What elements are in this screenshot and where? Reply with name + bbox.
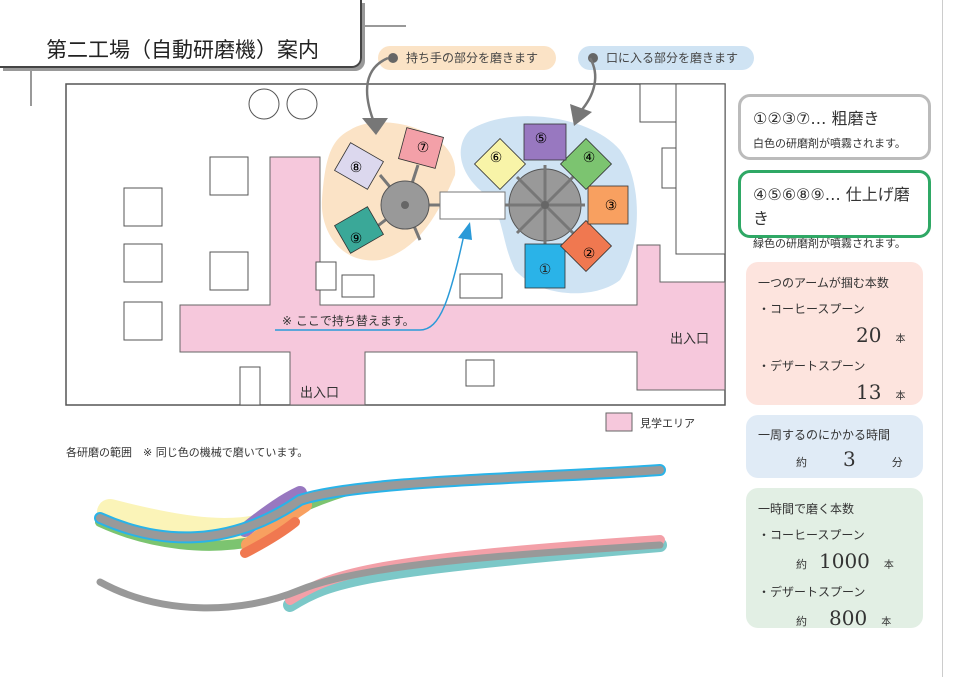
divider (30, 68, 32, 106)
hour-title: 一時間で磨く本数 (758, 502, 855, 516)
callout-handle: 持ち手の部分を磨きます (378, 46, 556, 70)
cycle-title: 一周するのにかかる時間 (758, 428, 891, 442)
finish-desc: 緑色の研磨剤が噴霧されます。 (753, 237, 906, 250)
dessert-label: ・デザートスプーン (758, 585, 866, 599)
svg-text:②: ② (583, 246, 596, 262)
range-caption: 各研磨の範囲 ※ 同じ色の機械で磨いています。 (66, 445, 308, 459)
legend-swatch (605, 412, 633, 432)
rough-title: ①②③⑦… 粗磨き (753, 109, 880, 128)
svg-text:①: ① (539, 262, 552, 278)
approx: 約 (796, 558, 807, 571)
svg-text:⑨: ⑨ (350, 231, 363, 247)
rough-desc: 白色の研磨剤が噴霧されます。 (753, 137, 906, 150)
exit-right-label: 出入口 (670, 332, 709, 347)
unit: 本 (895, 391, 906, 402)
svg-text:⑤: ⑤ (535, 131, 548, 147)
unit: 本 (895, 334, 906, 345)
equipment (123, 83, 726, 406)
cycle-value: 3 (843, 447, 856, 471)
cycle-time-box: 一周するのにかかる時間 約 3 分 (746, 415, 923, 478)
dot-icon (388, 53, 398, 63)
arm-title: 一つのアームが掴む本数 (758, 276, 889, 290)
svg-text:③: ③ (605, 198, 618, 214)
page-title-frame: 第二工場（自動研磨機）案内 (0, 0, 362, 68)
hourly-output-box: 一時間で磨く本数 ・コーヒースプーン 約 1000 本 ・デザートスプーン 約 800… (746, 488, 923, 630)
legend-label: 見学エリア (640, 416, 695, 430)
factory-map: ① ② ③ ④ ⑤ ⑥ ⑦ ⑧ ⑨ ※ ここで持ち替えます。 出入口 出入口 見… (65, 56, 726, 612)
page-edge (942, 0, 943, 677)
svg-text:④: ④ (583, 150, 596, 166)
dessert-label: ・デザートスプーン (758, 359, 866, 373)
finish-title: ④⑤⑥⑧⑨… 仕上げ磨き (753, 185, 910, 228)
unit: 本 (883, 560, 894, 571)
dot-icon (588, 53, 598, 63)
callout-text: 持ち手の部分を磨きます (406, 51, 539, 65)
transfer-note: ※ ここで持ち替えます。 (282, 313, 415, 328)
page-title: 第二工場（自動研磨機）案内 (46, 38, 319, 62)
stations: ① ② ③ ④ ⑤ ⑥ ⑦ ⑧ ⑨ (333, 123, 629, 289)
coffee-label: ・コーヒースプーン (758, 302, 865, 316)
visitor-area (179, 156, 726, 406)
arm-capacity-box: 一つのアームが掴む本数 ・コーヒースプーン 20 本 ・デザートスプーン 13 本 (746, 262, 923, 405)
coffee-label: ・コーヒースプーン (758, 528, 865, 542)
svg-text:⑥: ⑥ (490, 150, 503, 166)
exit-bottom-label: 出入口 (300, 386, 339, 401)
spoon-illustrations (94, 464, 667, 612)
coffee-count: 20 (856, 323, 882, 347)
svg-text:⑦: ⑦ (417, 140, 430, 156)
callout-text: 口に入る部分を磨きます (606, 51, 739, 65)
unit: 本 (881, 617, 892, 628)
divider (362, 25, 406, 27)
dessert-hourly: 800 (829, 606, 868, 630)
dessert-count: 13 (856, 380, 882, 404)
svg-text:⑧: ⑧ (350, 160, 363, 176)
approx: 約 (796, 456, 807, 469)
rough-polish-box: ①②③⑦… 粗磨き 白色の研磨剤が噴霧されます。 (738, 94, 931, 160)
unit: 分 (891, 456, 903, 469)
approx: 約 (796, 615, 807, 628)
callout-mouth: 口に入る部分を磨きます (578, 46, 754, 70)
finish-polish-box: ④⑤⑥⑧⑨… 仕上げ磨き 緑色の研磨剤が噴霧されます。 (738, 170, 931, 250)
coffee-hourly: 1000 (819, 549, 870, 573)
